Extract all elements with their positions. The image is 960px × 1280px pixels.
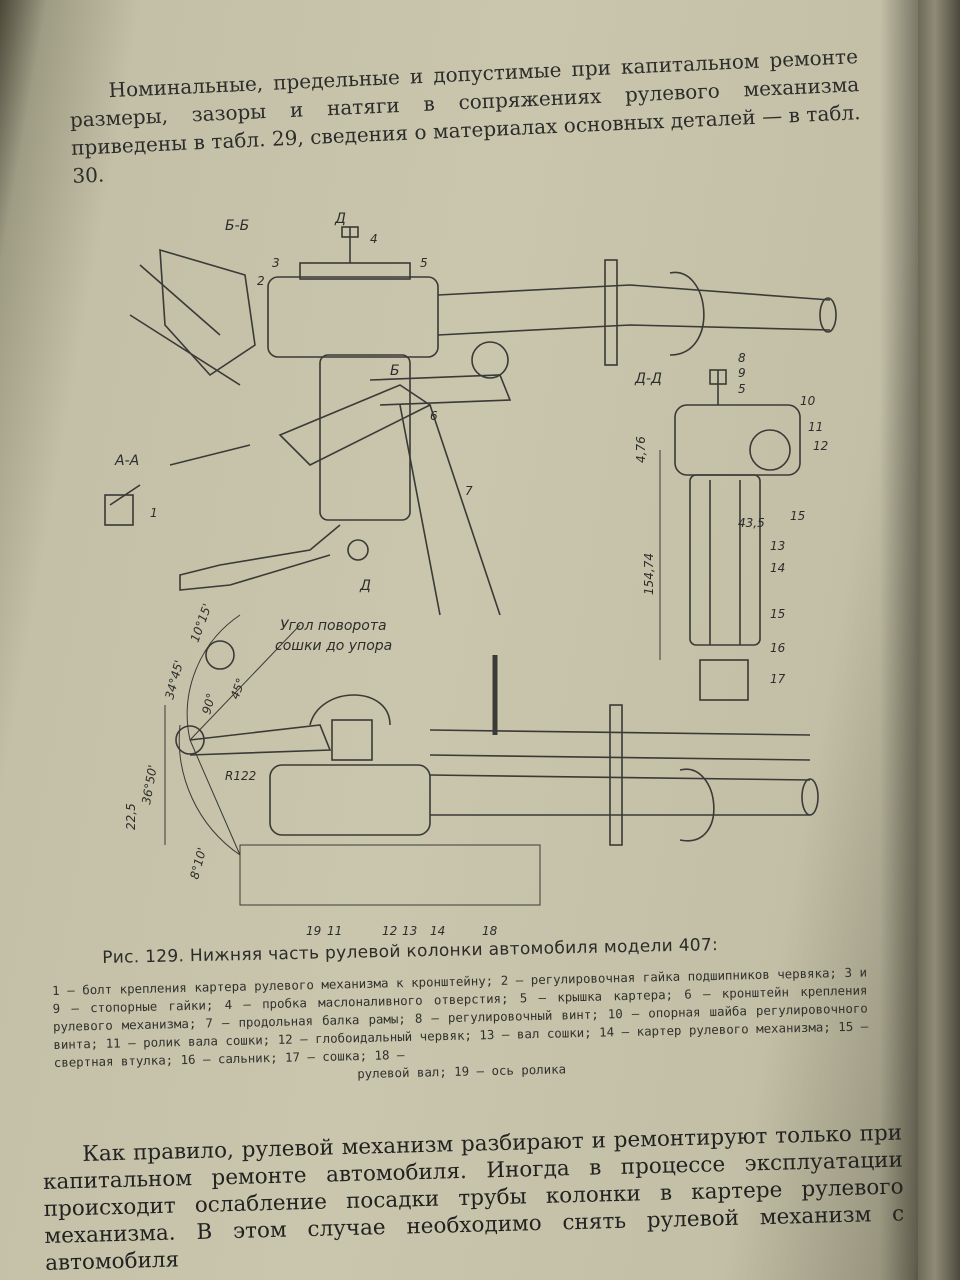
dd-pitman-nut [699,659,749,701]
next-page-edge [918,0,960,1280]
dd-callout-14: 14 [770,561,785,575]
callout-19: 19 [306,924,321,938]
angle-note-2: сошки до упора [275,638,392,654]
dim-10-15: 10°15' [188,602,215,644]
gear-housing-top [267,276,439,358]
dd-housing-top [674,404,801,476]
callout-2: 2 [257,274,265,288]
section-dd-label: Д-Д [634,371,662,387]
bracket-eye [471,341,509,379]
column-clamp [604,259,618,366]
lower-housing [269,764,431,836]
bracket-outline [159,248,256,377]
frame-rail [399,404,501,616]
dim-36-50: 36°50' [139,764,160,806]
dd-callout-13: 13 [770,539,785,553]
callout-13: 13 [402,924,417,938]
angle-rays [189,624,301,856]
marker-b-top: Б [390,363,400,379]
body-text: Как правило, рулевой механизм разбирают … [42,1120,905,1276]
body-paragraph: Как правило, рулевой механизм разбирают … [42,1119,905,1276]
dd-shaft-housing [689,474,761,646]
pitman-arm [179,524,341,591]
dd-callout-5: 5 [738,382,746,396]
lower-shaft-tube [429,774,811,816]
frame-lower [239,844,541,906]
callout-6: 6 [430,409,438,423]
angle-arc-2 [178,724,241,856]
section-aa-label: А-А [114,453,139,469]
column-boot [669,271,705,356]
section-bb-label: Б-Б [225,218,249,234]
angle-arc-1 [186,614,241,741]
callout-14: 14 [430,924,445,938]
bracket-bolts [129,264,241,386]
gear-housing-body [319,354,411,521]
callout-1: 1 [150,506,158,520]
intro-paragraph: Номинальные, предельные и допустимые при… [68,42,862,190]
pitman-bracket [369,374,512,406]
dd-callout-15b: 15 [770,607,785,621]
lower-tube-end [801,778,819,816]
steering-gear-drawing: Б-Б А-А Д-Д Д Д Б 2 3 4 5 6 7 1 8 9 5 10… [104,211,837,938]
dd-callout-8: 8 [738,351,746,365]
section-aa-bolt [104,494,134,526]
callout-5: 5 [420,256,428,270]
roller [331,719,373,761]
housing-cover [299,262,411,280]
dim-22-5: 22,5 [124,803,138,830]
dd-callout-12: 12 [813,439,828,453]
callout-18: 18 [482,924,498,938]
dd-dim-154-74: 154,74 [642,553,656,595]
dd-screw-head [709,369,727,385]
pitman-ball-limit [205,640,235,670]
callout-3: 3 [272,256,280,270]
dd-callout-9: 9 [738,366,746,380]
lower-clamp [609,704,623,846]
callout-4: 4 [370,232,378,246]
dd-worm [749,429,791,471]
callout-7: 7 [465,484,473,498]
callout-11: 11 [327,924,342,938]
dim-45: 45° [228,676,248,701]
dim-90: 90° [199,692,218,716]
marker-d-bottom: Д [359,578,371,594]
dd-callout-17: 17 [770,672,786,686]
pitman-ball [175,725,205,755]
dim-34-45: 34°45' [162,659,186,701]
callout-12: 12 [382,924,397,938]
marker-d-top: Д [334,211,346,227]
figure-129: Б-Б А-А Д-Д Д Д Б 2 3 4 5 6 7 1 8 9 5 10… [70,205,850,940]
dd-callout-10: 10 [800,394,816,408]
bracket-plate [278,384,432,466]
dd-dim-4-76: 4,76 [634,436,648,463]
lower-steering-column [429,729,811,761]
housing-dome [309,694,391,726]
dd-callout-11: 11 [808,420,823,434]
intro-text: Номинальные, предельные и допустимые при… [69,44,861,188]
dim-8-10: 8°10' [187,846,209,881]
steering-column-tube [437,284,831,336]
tube-end [819,297,837,333]
angle-note-1: Угол поворота [280,618,387,634]
lower-pitman-arm [189,724,332,756]
lower-boot [679,768,715,842]
figure-caption-body: 1 — болт крепления картера рулевого меха… [52,964,869,1090]
dim-r122: R122 [225,769,256,783]
dd-dim-43-5: 43,5 [738,516,765,530]
pitman-nut [347,539,369,561]
dd-callout-15a: 15 [790,509,805,523]
filler-plug-cap [341,226,359,238]
dd-callout-16: 16 [770,641,786,655]
